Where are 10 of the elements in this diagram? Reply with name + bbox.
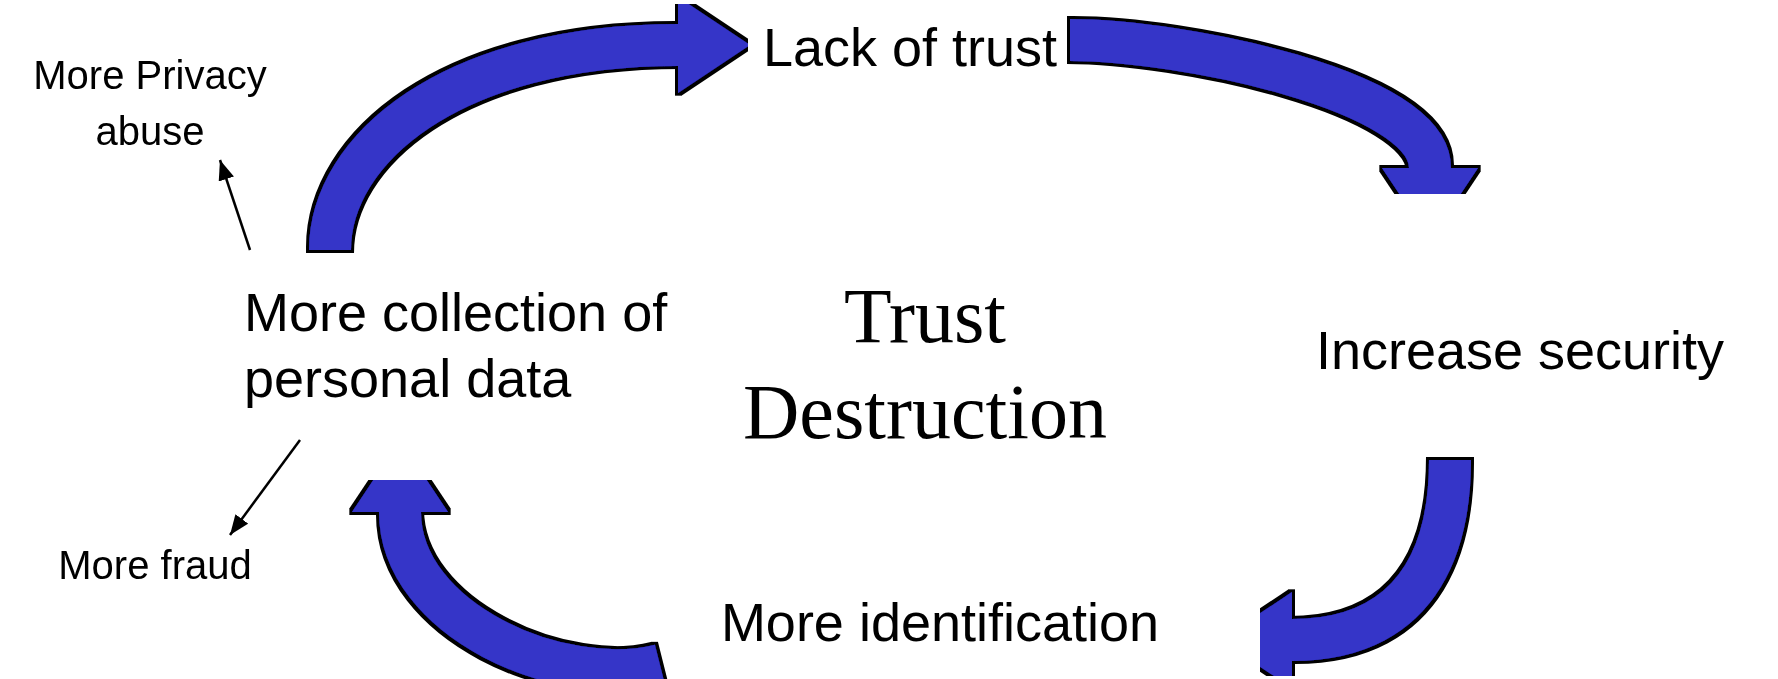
- curved-block-arrow: [309, 0, 750, 253]
- center-title: Trust Destruction: [742, 271, 1108, 457]
- arrow: [229, 439, 301, 536]
- node-label: More fraud: [58, 542, 252, 589]
- node-label: Lack of trust: [762, 16, 1058, 79]
- node-label: More collection of personal data: [243, 281, 669, 410]
- node-label: More Privacy abuse: [32, 51, 268, 155]
- node-label: Increase security: [1315, 318, 1725, 382]
- arrow: [218, 159, 252, 251]
- node-label: More identification: [720, 591, 1160, 654]
